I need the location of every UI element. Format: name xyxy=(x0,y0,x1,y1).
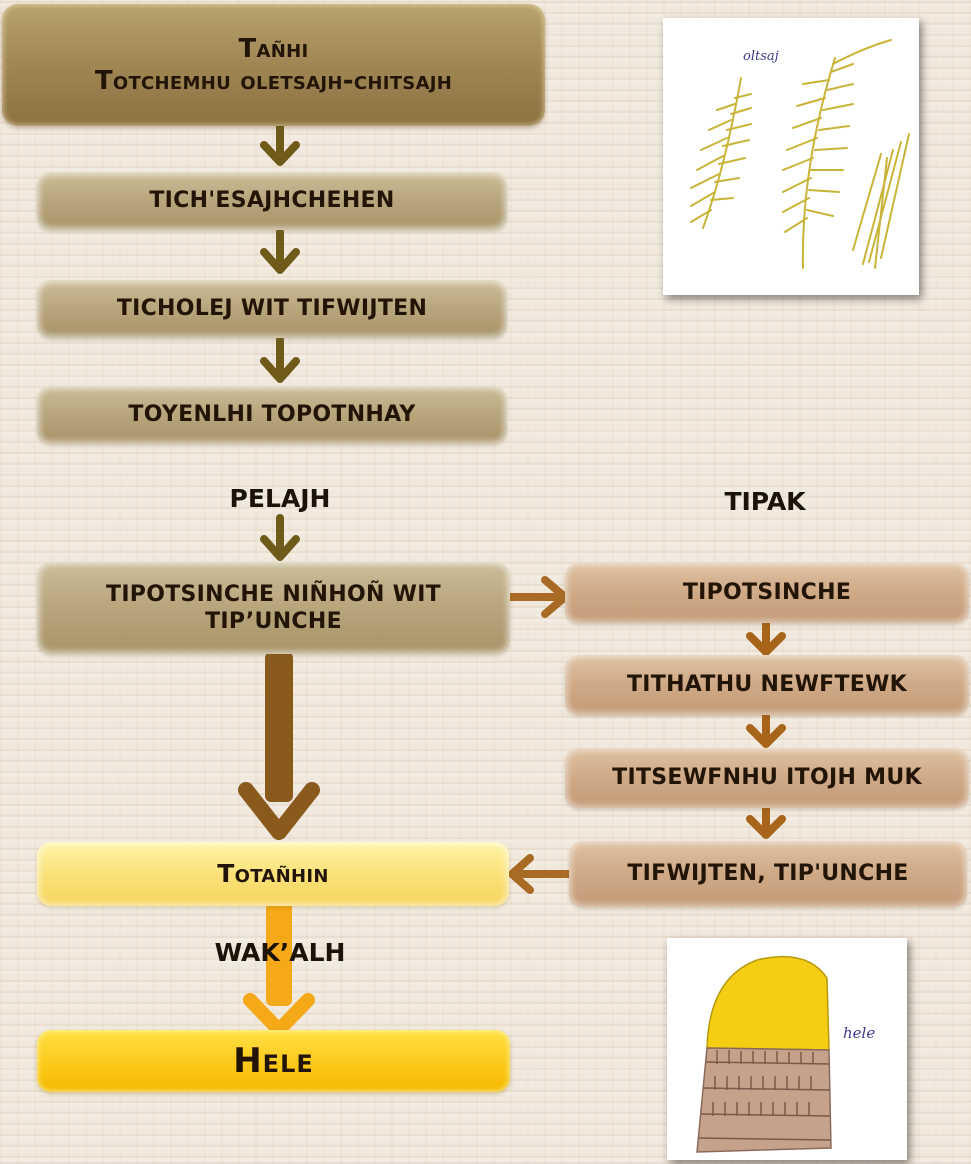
plant-drawing-icon: oltsaj xyxy=(663,18,919,295)
right-box-4: TIFWIJTEN, TIP'UNCHE xyxy=(569,841,967,907)
step-box-4-label: TOYENLHI TOPOTNHAY xyxy=(128,401,415,429)
thick-down-arrow-icon xyxy=(246,652,312,832)
right-box-2: TITHATHU NEWFTEWK xyxy=(565,655,969,715)
start-box: Tañhi Totchemhu oletsajh-chitsajh xyxy=(2,4,545,126)
down-arrow-icon xyxy=(264,340,296,379)
merge-box-label: Totañhin xyxy=(217,858,328,889)
left-arrow-icon xyxy=(512,858,570,890)
label-wakalh: WAK’ALH xyxy=(160,938,400,967)
plant-drawing-photo: oltsaj xyxy=(663,18,919,295)
step-box-2: TICH'ESAJHCHEHEN xyxy=(37,172,507,230)
branch-box-line2: TIP’UNCHE xyxy=(205,608,342,636)
hele-drawing-caption: hele xyxy=(843,1024,875,1042)
step-box-4: TOYENLHI TOPOTNHAY xyxy=(37,386,507,444)
down-arrow-icon xyxy=(750,618,782,652)
merge-box: Totañhin xyxy=(37,842,509,906)
step-box-2-label: TICH'ESAJHCHEHEN xyxy=(149,187,394,215)
down-arrow-icon xyxy=(750,710,782,744)
plant-drawing-caption: oltsaj xyxy=(743,49,779,64)
right-box-2-label: TITHATHU NEWFTEWK xyxy=(627,671,907,699)
label-pelajh: PELAJH xyxy=(180,484,380,513)
start-box-line1: Tañhi xyxy=(239,33,309,66)
step-box-3-label: TICHOLEJ WIT TIFWIJTEN xyxy=(117,295,427,323)
right-box-4-label: TIFWIJTEN, TIP'UNCHE xyxy=(627,860,908,888)
final-box-label: Hele xyxy=(233,1040,314,1083)
down-arrow-icon xyxy=(264,232,296,270)
right-box-1: TIPOTSINCHE xyxy=(565,563,969,623)
branch-box-line1: TIPOTSINCHE NIÑHOÑ WIT xyxy=(106,581,441,609)
step-box-3: TICHOLEJ WIT TIFWIJTEN xyxy=(37,280,507,338)
hele-drawing-icon: hele xyxy=(667,938,907,1160)
label-tipak: TIPAK xyxy=(665,487,865,516)
down-arrow-icon xyxy=(264,518,296,557)
branch-box: TIPOTSINCHE NIÑHOÑ WIT TIP’UNCHE xyxy=(37,562,510,654)
down-arrow-icon xyxy=(264,124,296,162)
final-box: Hele xyxy=(37,1030,510,1092)
start-box-line2: Totchemhu oletsajh-chitsajh xyxy=(95,65,452,98)
right-box-1-label: TIPOTSINCHE xyxy=(683,579,851,607)
right-box-3: TITSEWFNHU ITOJH MUK xyxy=(565,748,969,808)
hele-drawing-photo: hele xyxy=(667,938,907,1160)
right-box-3-label: TITSEWFNHU ITOJH MUK xyxy=(612,764,922,792)
